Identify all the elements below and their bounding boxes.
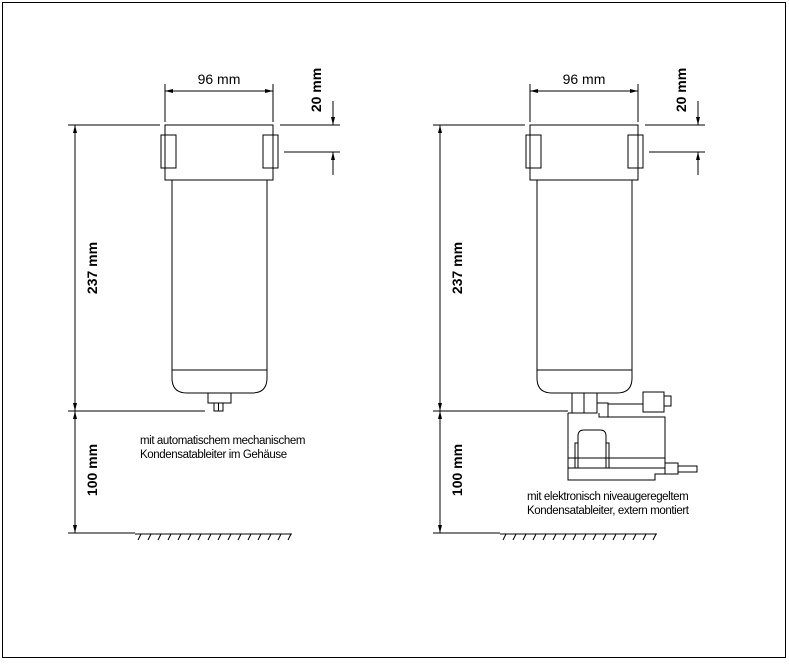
clearance-dimension-label: 100 mm — [84, 444, 100, 496]
head-dimension-label: 20 mm — [673, 68, 689, 112]
head-dimension-label: 20 mm — [308, 68, 324, 112]
internal-drain-valve — [207, 392, 232, 404]
note-line-2: Kondensatableiter, extern montiert — [527, 505, 690, 517]
note-line-1: mit automatischem mechanischem — [140, 435, 305, 447]
height-dimension-label: 237 mm — [84, 242, 100, 294]
width-dimension-label: 96 mm — [563, 71, 606, 87]
clearance-dimension-label: 100 mm — [449, 444, 465, 496]
height-dimension-label: 237 mm — [449, 242, 465, 294]
width-dimension-label: 96 mm — [198, 71, 241, 87]
filter-drawing-mechanical-drain: 96 mm 20 mm 237 mm 100 mm mit automatisc… — [67, 68, 341, 541]
filter-drawing-electronic-drain: 96 mm 20 mm 237 mm 100 mm mit elektronis… — [432, 68, 706, 541]
note-line-1: mit elektronisch niveaugeregeltem — [527, 491, 688, 503]
note-line-2: Kondensatableiter im Gehäuse — [140, 449, 287, 461]
external-drain-unit — [567, 391, 698, 481]
